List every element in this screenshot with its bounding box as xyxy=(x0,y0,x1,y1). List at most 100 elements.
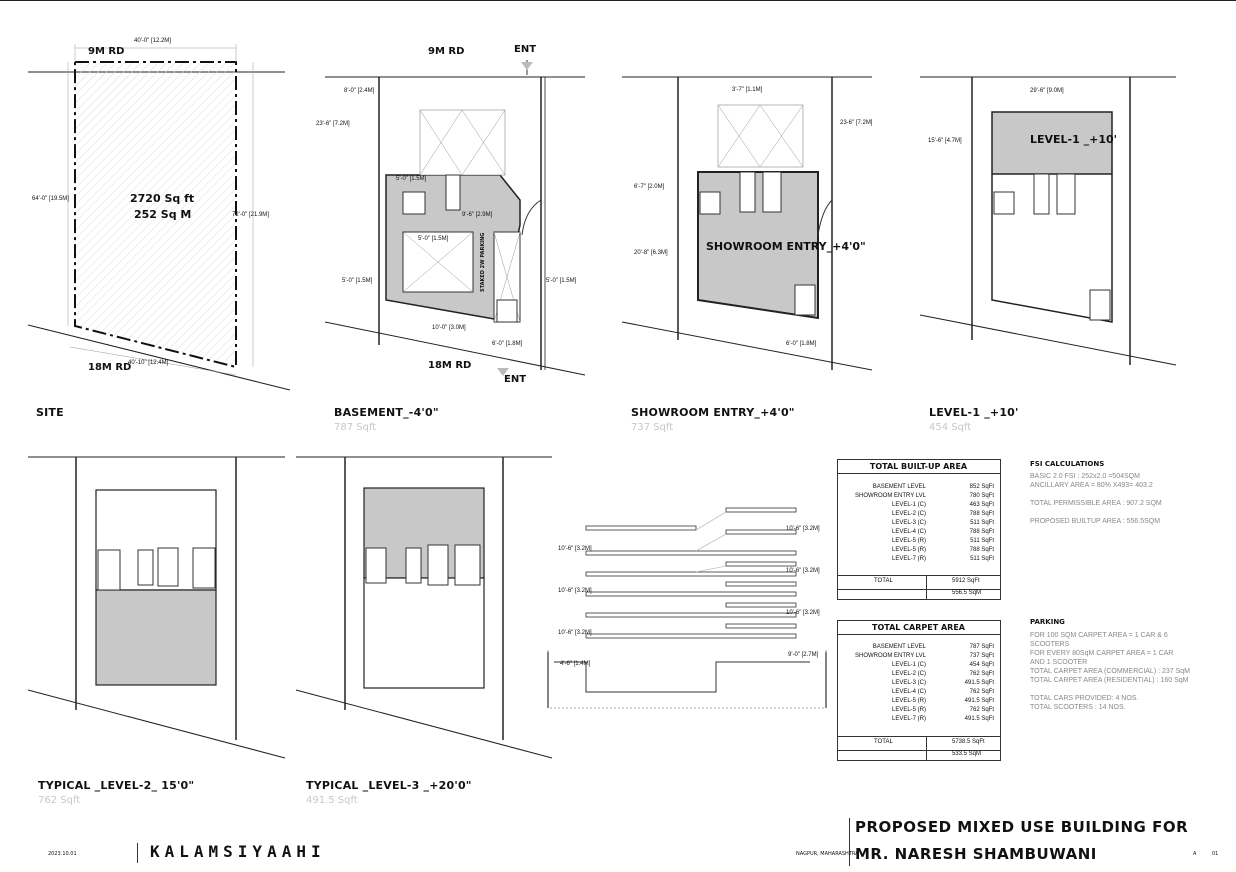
calc-line: PROPOSED BUILTUP AREA : 556.5SQM xyxy=(1030,518,1161,525)
builtup-table xyxy=(837,459,1001,600)
showroom-dim-0: 3'-7" [1.1M] xyxy=(732,87,763,93)
basement-dim-2: 5'-0" [1.5M] xyxy=(396,176,427,182)
table-row: LEVEL-7 (R) 491.5 SqFt xyxy=(840,715,998,724)
project-title-line1: PROPOSED MIXED USE BUILDING FOR xyxy=(855,818,1189,836)
calc-line: FOR 100 SQM CARPET AREA = 1 CAR & 6 xyxy=(1030,632,1168,639)
footer-brand: KALAMSIYAAHI xyxy=(150,842,326,861)
calc-line: BASIC 2.0 FSI : 252x2.0 =504SQM xyxy=(1030,473,1140,480)
level-area: 463 SqFt xyxy=(969,502,994,508)
basement-parking-label: STAKED 2W PARKING xyxy=(480,232,486,292)
builtup-total-sqm: 556.5 SqM xyxy=(952,590,982,596)
level-name: LEVEL-5 (R) xyxy=(891,707,926,713)
level-name: LEVEL-4 (C) xyxy=(891,529,926,535)
level-name: LEVEL-1 (C) xyxy=(891,662,926,668)
carpet-total-sqft: 5738.5 SqFt xyxy=(952,739,985,745)
level-name: BASEMENT LEVEL xyxy=(872,484,926,490)
level1-dim-1: 15'-6" [4.7M] xyxy=(928,138,962,144)
level-name: LEVEL-3 (C) xyxy=(891,520,926,526)
level-area: 491.5 SqFt xyxy=(964,716,994,722)
fsi-heading: FSI CALCULATIONS xyxy=(1030,460,1105,468)
showroom-plan xyxy=(621,76,873,371)
level-area: 511 SqFt xyxy=(970,538,994,544)
sheet-letter: A xyxy=(1193,851,1197,857)
builtup-total-label: TOTAL xyxy=(874,578,893,584)
level-area: 737 SqFt xyxy=(969,653,994,659)
section-dim-right-2: 10'-6" [3.2M] xyxy=(786,610,820,616)
basement-dim-5: 5'-0" [1.5M] xyxy=(342,278,373,284)
level-name: LEVEL-2 (C) xyxy=(891,511,926,517)
level-name: LEVEL-7 (R) xyxy=(891,716,926,722)
level-area: 788 SqFt xyxy=(969,547,994,553)
table-row: LEVEL-5 (R)491.5 SqFt xyxy=(840,697,998,706)
section-dim-right-3: 9'-0" [2.7M] xyxy=(788,652,819,658)
basement-dim-1: 23'-6" [7.2M] xyxy=(316,121,350,127)
basement-dim-8: 6'-0" [1.8M] xyxy=(492,341,523,347)
project-title-line2: MR. NARESH SHAMBUWANI xyxy=(855,845,1097,863)
level3-area: 491.5 Sqft xyxy=(306,795,358,806)
builtup-heading: TOTAL BUILT-UP AREA xyxy=(869,462,968,471)
calc-line xyxy=(1030,508,1162,517)
section-dim-left-0: 10'-6" [3.2M] xyxy=(558,546,592,552)
basement-dim-0: 8'-0" [2.4M] xyxy=(344,88,375,94)
level-area: 762 SqFt xyxy=(969,671,994,677)
builtup-total-sqft: 5912 SqFt xyxy=(952,578,980,584)
showroom-title: SHOWROOM ENTRY_+4'0" xyxy=(631,406,795,419)
table-row: SHOWROOM ENTRY LVL 780 SqFt xyxy=(840,492,998,501)
level-area: 454 SqFt xyxy=(969,662,994,668)
table-row: LEVEL-2 (C) 762 SqFt xyxy=(840,670,998,679)
basement-title: BASEMENT_-4'0" xyxy=(334,406,439,419)
table-row: LEVEL-3 (C)511 SqFt xyxy=(840,519,998,528)
site-road-bottom-label: 18M RD xyxy=(88,362,132,373)
calc-line: TOTAL CARPET AREA (RESIDENTIAL) : 160 Sq… xyxy=(1030,677,1189,684)
table-row: SHOWROOM ENTRY LVL 737 SqFt xyxy=(840,652,998,661)
carpet-heading: TOTAL CARPET AREA xyxy=(872,623,965,632)
table-row: BASEMENT LEVEL 852 SqFt xyxy=(840,483,998,492)
level1-plan xyxy=(919,76,1177,366)
level-area: 762 SqFt xyxy=(969,689,994,695)
showroom-room-label: SHOWROOM ENTRY_+4'0" xyxy=(706,240,866,253)
building-section xyxy=(547,507,827,709)
table-row: LEVEL-5 (R) 762 SqFt xyxy=(840,706,998,715)
site-plan xyxy=(27,44,291,391)
basement-road-bottom-label: 18M RD xyxy=(428,360,472,371)
level-name: LEVEL-2 (C) xyxy=(891,671,926,677)
site-title: SITE xyxy=(36,406,64,419)
level-area: 762 SqFt xyxy=(969,707,994,713)
sheet-border-top xyxy=(0,0,1236,1)
level2-area: 762 Sqft xyxy=(38,795,81,806)
level-name: SHOWROOM ENTRY LVL xyxy=(854,493,926,499)
calc-line: TOTAL SCOOTERS : 14 NOS. xyxy=(1030,704,1126,711)
level-name: LEVEL-3 (C) xyxy=(891,680,926,686)
basement-dim-7: 10'-0" [3.0M] xyxy=(432,325,466,331)
calc-line: SCOOTERS xyxy=(1030,641,1070,648)
level2-title: TYPICAL _LEVEL-2_ 15'0" xyxy=(38,779,195,792)
table-row: LEVEL-1 (C) 454 SqFt xyxy=(840,661,998,670)
site-area-sqft: 2720 Sq ft xyxy=(130,192,195,205)
footer-location: NAGPUR, MAHARASHTRA xyxy=(796,851,859,857)
level-name: SHOWROOM ENTRY LVL xyxy=(854,653,926,659)
showroom-area: 737 Sqft xyxy=(631,422,674,433)
calc-line xyxy=(1030,490,1162,499)
calc-line: TOTAL PERMISSIBLE AREA : 907.2 SQM xyxy=(1030,500,1162,507)
level-name: LEVEL-1 (C) xyxy=(891,502,926,508)
sheet-number: 01 xyxy=(1212,851,1219,857)
carpet-total-label: TOTAL xyxy=(874,739,893,745)
basement-plan xyxy=(324,60,586,376)
level-area: 780 SqFt xyxy=(969,493,994,499)
level-name: LEVEL-5 (R) xyxy=(891,538,926,544)
section-dim-left-1: 10'-6" [3.2M] xyxy=(558,588,592,594)
level-area: 852 SqFt xyxy=(969,484,994,490)
site-dim-bottom: 40'-10" [12.4M] xyxy=(128,360,169,366)
calc-line xyxy=(1030,685,1190,694)
calc-line: FOR EVERY 80SqM CARPET AREA = 1 CAR xyxy=(1030,650,1174,657)
site-dim-right: 72'-0" [21.9M] xyxy=(232,212,269,218)
footer-date: 2023.10.01 xyxy=(48,851,77,857)
section-dim-left-3: 4'-6" [1.4M] xyxy=(560,661,591,667)
level-area: 491.5 SqFt xyxy=(964,680,994,686)
basement-ent-top: ENT xyxy=(514,44,537,55)
table-row: LEVEL-4 (C)788 SqFt xyxy=(840,528,998,537)
